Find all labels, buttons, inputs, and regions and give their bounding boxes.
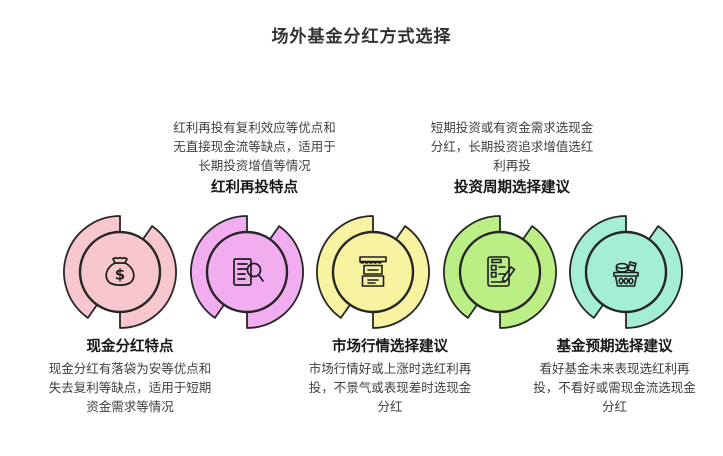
node-graphic [443,215,557,329]
market-stall-icon [359,256,387,287]
note-body: 现金分红有落袋为安等优点和 失去复利等缺点，适用于短期 资金需求等情况 [48,362,212,414]
note-body: 短期投资或有资金需求选现金 分红，长期投资追求增值选红 利再投 [430,121,594,173]
note-body: 市场行情好或上涨时选红利再 投，不景气或表现差时选现金 分红 [308,362,472,414]
note-label: 市场行情选择建议 [332,339,448,355]
note-fund-expectation: 基金预期选择建议 看好基金未来表现选红利再 投，不看好或需现金流选现金 分红 [506,337,723,417]
diagram-node-review [185,210,309,334]
note-body: 看好基金未来表现选红利再 投，不看好或需现金流选现金 分红 [533,362,696,414]
note-label: 红利再投特点 [211,180,298,196]
note-body: 红利再投有复利效应等优点和 无直接现金流等缺点，适用于 长期投资增值等情况 [173,121,336,173]
note-dividend-reinvest: 红利再投有复利效应等优点和 无直接现金流等缺点，适用于 长期投资增值等情况 红利… [137,119,372,198]
diagram-node-cash-dividend: $ [58,210,182,334]
basket-money-icon [613,261,639,287]
diagram-node-plan [438,210,562,334]
note-label: 基金预期选择建议 [556,339,673,355]
node-circle [78,230,162,314]
note-label: 现金分红特点 [86,339,174,355]
node-graphic [316,215,430,329]
note-cash-dividend: 现金分红特点 现金分红有落袋为安等优点和 失去复利等缺点，适用于短期 资金需求等… [15,337,245,417]
money-bag-icon: $ [105,256,135,286]
note-investment-cycle: 短期投资或有资金需求选现金 分红，长期投资追求增值选红 利再投 投资周期选择建议 [392,119,632,198]
node-graphic: $ [63,215,177,329]
diagram-node-expectation [564,210,688,334]
note-market-condition: 市场行情选择建议 市场行情好或上涨时选红利再 投，不景气或表现差时选现金 分红 [275,337,505,417]
node-graphic [569,215,683,329]
node-circle [458,230,542,314]
node-graphic [190,215,304,329]
document-search-icon [233,258,264,286]
page-title: 场外基金分红方式选择 [271,27,452,46]
note-label: 投资周期选择建议 [454,180,570,196]
svg-text:$: $ [115,266,125,284]
diagram-node-market [311,210,435,334]
checklist-pencil-icon [487,256,516,287]
node-circle [331,230,415,314]
